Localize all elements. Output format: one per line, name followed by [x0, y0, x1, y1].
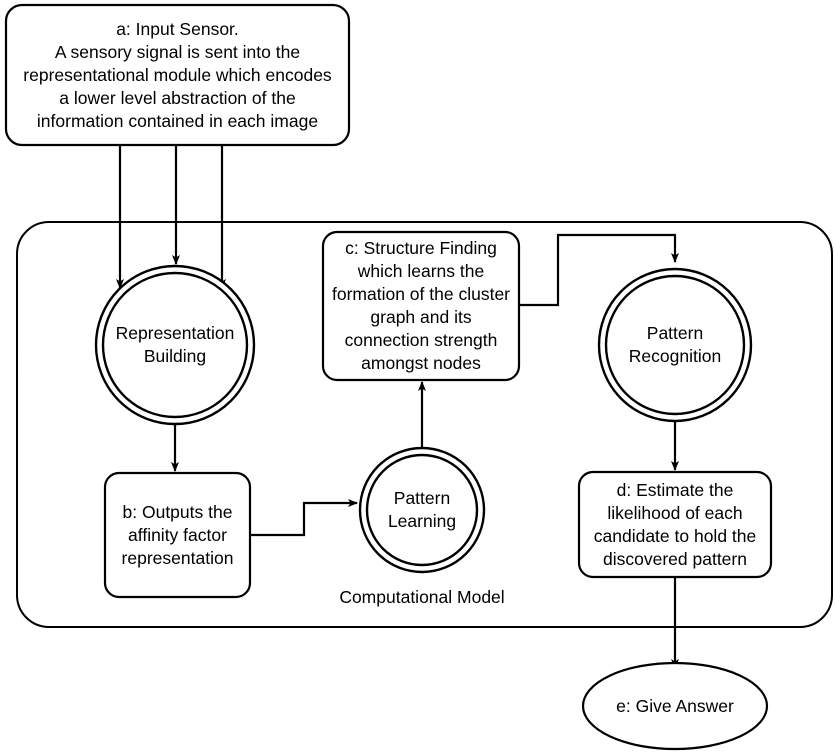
- node-affinity-output-shape[interactable]: [103, 471, 252, 599]
- node-representation-building-inner: [101, 271, 249, 419]
- node-structure-finding-shape[interactable]: [321, 230, 521, 382]
- node-pattern-learning-inner: [365, 453, 479, 567]
- node-pattern-recognition-inner: [604, 274, 746, 416]
- node-estimate-likelihood-shape[interactable]: [577, 470, 773, 579]
- edge-affinity-to-pattern-learning: [250, 499, 358, 537]
- node-give-answer-shape[interactable]: [581, 661, 769, 751]
- edge-structure-finding-to-pattern-recognition: [519, 233, 679, 307]
- computational-model-caption: Computational Model: [339, 587, 505, 607]
- node-input-sensor-shape[interactable]: [4, 3, 351, 147]
